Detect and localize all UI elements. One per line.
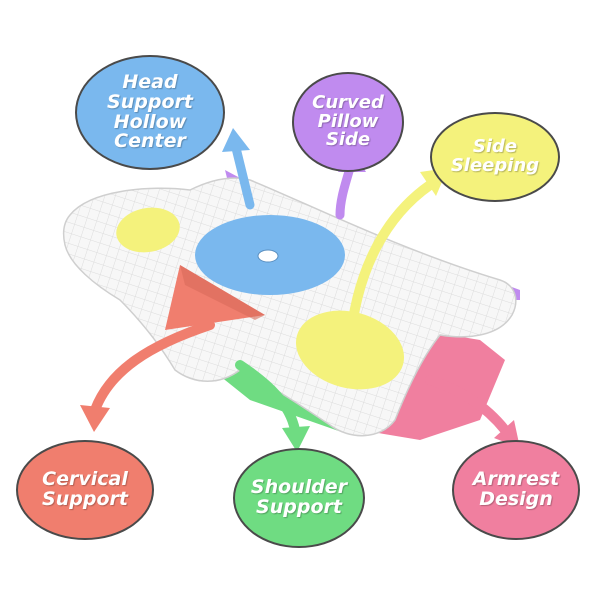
shoulder-support-label: Shoulder Support	[250, 476, 348, 518]
side-arrow	[345, 180, 435, 350]
side-sleeping-zone	[295, 310, 405, 390]
head-support-bubble: Head Support Hollow Center	[75, 55, 225, 170]
head-arrow-head	[222, 128, 250, 152]
left-yellow-zone	[116, 207, 180, 253]
curved-arrow	[335, 163, 355, 220]
cervical-arrow-head	[80, 405, 110, 432]
cervical-shadow	[180, 265, 265, 320]
head-hollow-hole	[257, 249, 279, 263]
side-sleeping-label: Side Sleeping	[450, 136, 540, 176]
curved-pillow-side-label: Curved Pillow Side	[312, 91, 384, 151]
shoulder-support-bubble: Shoulder Support	[233, 448, 365, 548]
shoulder-arrow-head	[282, 426, 310, 452]
cervical-arrow	[90, 320, 215, 415]
curved-pillow-side-bubble: Curved Pillow Side	[292, 72, 404, 172]
head-arrow	[231, 143, 255, 210]
armrest-design-label: Armrest Design	[472, 468, 560, 510]
armrest-arrow	[425, 375, 510, 435]
head-support-label: Head Support Hollow Center	[107, 70, 193, 153]
shoulder-arrow	[235, 360, 300, 435]
pillow-body	[62, 177, 517, 437]
armrest-design-bubble: Armrest Design	[452, 440, 580, 540]
side-sleeping-bubble: Side Sleeping	[430, 112, 560, 202]
cervical-support-bubble: Cervical Support	[16, 440, 154, 540]
cervical-support-label: Cervical Support	[42, 468, 128, 510]
